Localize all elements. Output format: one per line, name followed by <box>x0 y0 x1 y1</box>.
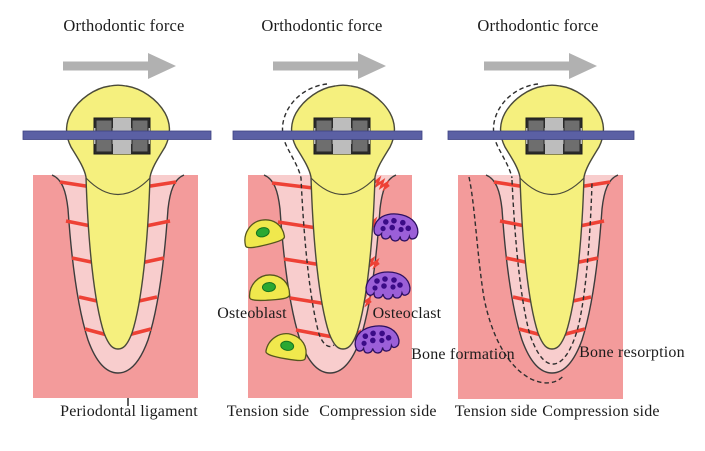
panel3-title: Orthodontic force <box>477 16 599 35</box>
panel3-compression-side-label: Compression side <box>542 403 660 420</box>
osteoclast-cell <box>365 271 411 300</box>
osteoclast-label: Osteoclast <box>372 305 442 322</box>
archwire <box>447 130 635 140</box>
archwire <box>232 130 423 140</box>
previous-position-dashed-lines <box>468 83 593 384</box>
force-arrow <box>273 53 386 79</box>
previous-tooth-position-dashed <box>281 83 335 348</box>
periodontal-ligament-caption: Periodontal ligament <box>60 403 198 420</box>
force-arrow <box>63 53 176 79</box>
panel-tension-compression <box>232 53 423 398</box>
osteoblast-label: Osteoblast <box>217 305 287 322</box>
panel1-title: Orthodontic force <box>63 16 185 35</box>
force-arrow <box>484 53 597 79</box>
bone-resorption-label: Bone resorption <box>579 344 685 361</box>
panel2-tension-side-label: Tension side <box>226 403 310 420</box>
panel-remodeling <box>447 53 635 399</box>
bone-formation-label: Bone formation <box>411 346 515 363</box>
panel-initial <box>22 53 212 406</box>
panel3-tension-side-label: Tension side <box>454 403 538 420</box>
tension-fibers <box>271 181 334 339</box>
panel2-compression-side-label: Compression side <box>319 403 437 420</box>
archwire <box>22 130 212 140</box>
panel2-title: Orthodontic force <box>261 16 383 35</box>
